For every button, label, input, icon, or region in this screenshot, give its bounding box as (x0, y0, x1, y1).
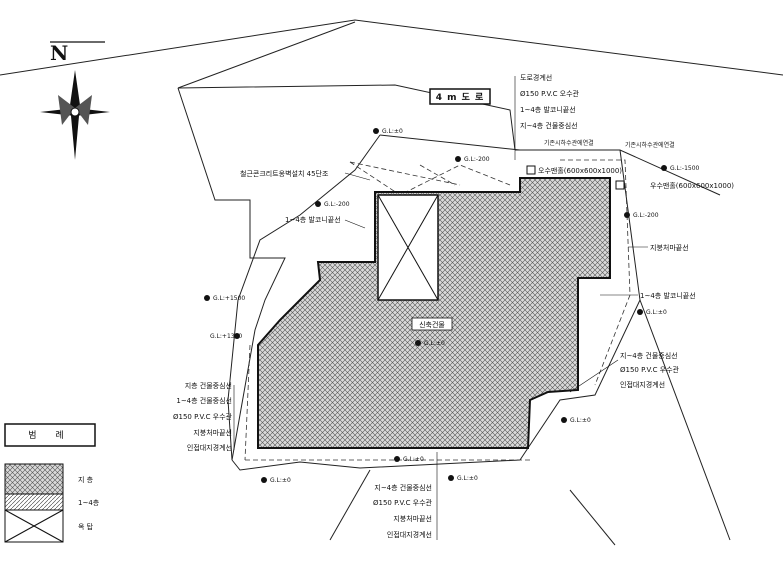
callout-text: 지층 건물중심선 (185, 381, 232, 390)
bottom-callouts: 지~4층 건물중심선 Ø150 P.V.C 우수관 지붕처마끝선 인접대지경계선 (373, 452, 438, 540)
gl-label: G.L:-200 (324, 201, 350, 208)
callout-text: Ø150 P.V.C 우수관 (173, 412, 233, 421)
callout-text: 지붕처마끝선 (393, 514, 432, 523)
callout-text: 지~4층 건물중심선 (520, 121, 578, 130)
gl-label: G.L:±0 (403, 456, 424, 463)
callout-text: 1~4층 발코니끝선 (640, 291, 696, 300)
callout-text: Ø150 P.V.C 우수관 (373, 498, 433, 507)
gl-label: G.L:+1300 (210, 333, 242, 340)
callout-text: 인접대지경계선 (187, 443, 232, 452)
callout-text: 지붕처마끝선 (650, 243, 689, 252)
gl-label: G.L:±0 (424, 340, 445, 347)
gl-label: G.L:±0 (270, 477, 291, 484)
gl-label: G.L:±0 (382, 128, 403, 135)
callout-text: 1~4층 건물중심선 (176, 396, 232, 405)
gl-label: G.L:+1500 (213, 295, 245, 302)
gl-label: G.L:-200 (633, 212, 659, 219)
callout-text: 1~4층 발코니끝선 (520, 105, 576, 114)
road-title: 4 m 도 로 (436, 92, 485, 103)
legend: 범 례 지 층 1~4층 옥 탑 (4, 423, 100, 543)
callout-text: 인접대지경계선 (387, 530, 432, 539)
callout-text: 지붕처마끝선 (193, 428, 232, 437)
gl-label: G.L:±0 (646, 309, 667, 316)
callout-text: 기존시하수관에연결 (625, 141, 675, 149)
road-boundary (0, 19, 783, 546)
legend-item-label: 지 층 (78, 475, 94, 484)
callout-text: Ø150 P.V.C 오수관 (520, 89, 580, 98)
building-footprint (257, 177, 611, 449)
legend-item-label: 옥 탑 (78, 523, 94, 531)
callout-text: 인접대지경계선 (620, 380, 665, 389)
legend-item-label: 1~4층 (78, 498, 100, 507)
callout-text: 기존시하수관에연결 (544, 139, 594, 147)
gl-label: G.L:±0 (570, 417, 591, 424)
rooftop-area (377, 194, 439, 301)
road-title-box (429, 88, 491, 105)
north-arrow: N (40, 41, 110, 160)
building-label-box (411, 317, 453, 331)
callout-text: 오수맨홀(600x600x1000) (538, 166, 622, 175)
right-callouts: 지붕처마끝선 1~4층 발코니끝선 지~4층 건물중심선 Ø150 P.V.C … (569, 243, 696, 393)
callout-text: 철근콘크리트옹벽설치 45단조 (240, 169, 329, 178)
gl-label: G.L:-1500 (670, 165, 700, 172)
top-callouts: 도로경계선 Ø150 P.V.C 오수관 1~4층 발코니끝선 지~4층 건물중… (240, 73, 734, 229)
building-label: 신축건물 (419, 320, 445, 329)
callout-text: 지~4층 건물중심선 (374, 483, 432, 492)
callout-text: 1~4층 발코니끝선 (285, 215, 341, 224)
callout-text: 우수맨홀(600x600x1000) (650, 181, 734, 190)
gl-markers: G.L:±0 G.L:-200 G.L:-1500 G.L:-200 G.L:-… (204, 128, 700, 484)
dashed-site-lines (244, 159, 631, 461)
callout-text: 지~4층 건물중심선 (620, 351, 678, 360)
legend-title: 범 례 (28, 430, 71, 441)
callout-text: Ø150 P.V.C 우수관 (620, 365, 680, 374)
north-label: N (50, 41, 68, 65)
callout-text: 도로경계선 (520, 73, 552, 82)
left-callouts: 지층 건물중심선 1~4층 건물중심선 Ø150 P.V.C 우수관 지붕처마끝… (173, 381, 235, 452)
gl-label: G.L:-200 (464, 156, 490, 163)
gl-label: G.L:±0 (457, 475, 478, 482)
